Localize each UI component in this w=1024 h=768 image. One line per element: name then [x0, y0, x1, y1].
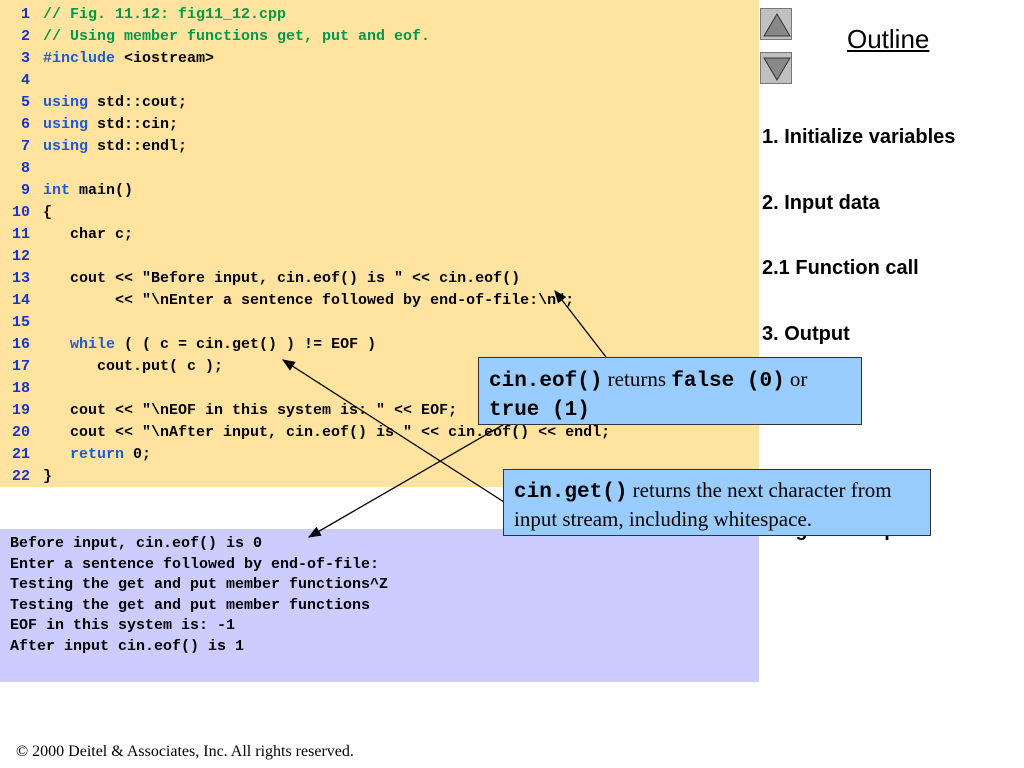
triangle-up-icon	[763, 13, 791, 37]
eof-callout-code-eof: cin.eof()	[489, 370, 603, 393]
code-text: return 0;	[43, 444, 151, 466]
line-number: 6	[20, 116, 30, 133]
code-text: cout << "\nAfter input, cin.eof() is " <…	[43, 422, 610, 444]
code-keyword: int	[43, 182, 71, 199]
code-token: std::cout;	[88, 94, 188, 111]
line-number: 8	[20, 160, 30, 177]
outline-item-output[interactable]: 3. Output	[762, 323, 850, 345]
eof-callout-text-returns: returns	[602, 367, 672, 391]
line-number: 19	[11, 402, 30, 419]
line-number: 5	[20, 94, 30, 111]
code-text: char c;	[43, 224, 133, 246]
line-number: 18	[11, 380, 30, 397]
line-number: 13	[11, 270, 30, 287]
code-keyword: while	[70, 336, 116, 353]
code-panel: 1 // Fig. 11.12: fig11_12.cpp 2 // Using me…	[0, 0, 759, 487]
code-token: cout.put( c );	[43, 358, 224, 375]
code-text: #include <iostream>	[43, 48, 214, 70]
eof-callout: cin.eof() returns false (0) or true (1)	[478, 357, 862, 425]
code-text: << "\nEnter a sentence followed by end-o…	[43, 290, 574, 312]
code-text: cout.put( c );	[43, 356, 223, 378]
get-callout-text: returns the next character from input st…	[514, 478, 892, 531]
line-number: 15	[11, 314, 30, 331]
next-slide-button[interactable]	[760, 52, 792, 84]
code-text: cout << "Before input, cin.eof() is " <<…	[43, 268, 520, 290]
output-line: Enter a sentence followed by end-of-file…	[10, 555, 380, 573]
code-text: while ( ( c = cin.get() ) != EOF )	[43, 334, 376, 356]
code-token: }	[43, 468, 53, 485]
code-keyword: using	[43, 94, 89, 111]
copyright-footer: © 2000 Deitel & Associates, Inc. All rig…	[16, 743, 354, 760]
code-token: cout << "\nAfter input, cin.eof() is " <…	[43, 424, 611, 441]
code-text: }	[43, 466, 52, 488]
get-arrow-to-code	[281, 359, 505, 503]
output-line: Testing the get and put member functions	[10, 596, 371, 614]
line-number: 14	[11, 292, 30, 309]
code-token: {	[43, 204, 53, 221]
code-token: ( ( c = cin.get() ) != EOF )	[115, 336, 377, 353]
get-callout: cin.get() returns the next character fro…	[503, 469, 931, 536]
eof-callout-text-or: or	[784, 367, 808, 391]
code-text: cout << "\nEOF in this system is: " << E…	[43, 400, 457, 422]
previous-slide-button[interactable]	[760, 8, 792, 40]
line-number: 22	[11, 468, 30, 485]
code-keyword: using	[43, 116, 89, 133]
line-number: 3	[20, 50, 30, 67]
code-text: using std::cin;	[43, 114, 178, 136]
outline-item-function-call[interactable]: 2.1 Function call	[762, 257, 919, 279]
code-token: std::endl;	[88, 138, 188, 155]
line-number: 12	[11, 248, 30, 265]
line-number: 17	[11, 358, 30, 375]
outline-title[interactable]: Outline	[847, 24, 930, 54]
get-arrow-to-output	[307, 418, 514, 538]
code-token: cout << "Before input, cin.eof() is " <<…	[43, 270, 521, 287]
code-token: main()	[70, 182, 134, 199]
output-line: After input cin.eof() is 1	[10, 637, 245, 655]
code-text: using std::cout;	[43, 92, 187, 114]
code-text: {	[43, 202, 52, 224]
code-text: int main()	[43, 180, 133, 202]
line-number: 11	[11, 226, 30, 243]
code-token: char c;	[43, 226, 134, 243]
output-line: Before input, cin.eof() is 0	[10, 535, 263, 552]
triangle-down-icon	[763, 57, 791, 81]
line-number: 1	[20, 6, 30, 23]
eof-callout-code-false: false (0)	[671, 370, 785, 393]
code-token: << "\nEnter a sentence followed by end-o…	[43, 292, 575, 309]
eof-arrow	[554, 289, 607, 358]
eof-callout-code-true: true (1)	[489, 399, 590, 422]
line-number: 21	[11, 446, 30, 463]
outline-item-input[interactable]: 2. Input data	[762, 192, 880, 214]
line-number: 4	[20, 72, 30, 89]
code-token: <iostream>	[115, 50, 215, 67]
line-number: 7	[20, 138, 30, 155]
get-callout-code: cin.get()	[514, 481, 628, 504]
code-comment: // Using member functions get, put and e…	[43, 28, 431, 45]
code-keyword: using	[43, 138, 89, 155]
line-number: 20	[11, 424, 30, 441]
code-keyword: #include	[43, 50, 116, 67]
output-line: EOF in this system is: -1	[10, 617, 236, 634]
code-text: // Fig. 11.12: fig11_12.cpp	[43, 4, 286, 26]
program-output-panel: Before input, cin.eof() is 0 Enter a sent…	[0, 529, 759, 682]
code-token: cout << "\nEOF in this system is: " << E…	[43, 402, 458, 419]
code-token: std::cin;	[88, 116, 179, 133]
line-number: 16	[11, 336, 30, 353]
code-comment: // Fig. 11.12: fig11_12.cpp	[43, 6, 287, 23]
code-keyword: return	[70, 446, 125, 463]
line-number: 2	[20, 28, 30, 45]
code-text: // Using member functions get, put and e…	[43, 26, 430, 48]
line-number: 10	[11, 204, 30, 221]
outline-item-initialize[interactable]: 1. Initialize variables	[762, 126, 956, 148]
line-number: 9	[20, 182, 30, 199]
output-line: Testing the get and put member functions…	[10, 576, 389, 593]
code-text: using std::endl;	[43, 136, 187, 158]
code-token: 0;	[124, 446, 152, 463]
